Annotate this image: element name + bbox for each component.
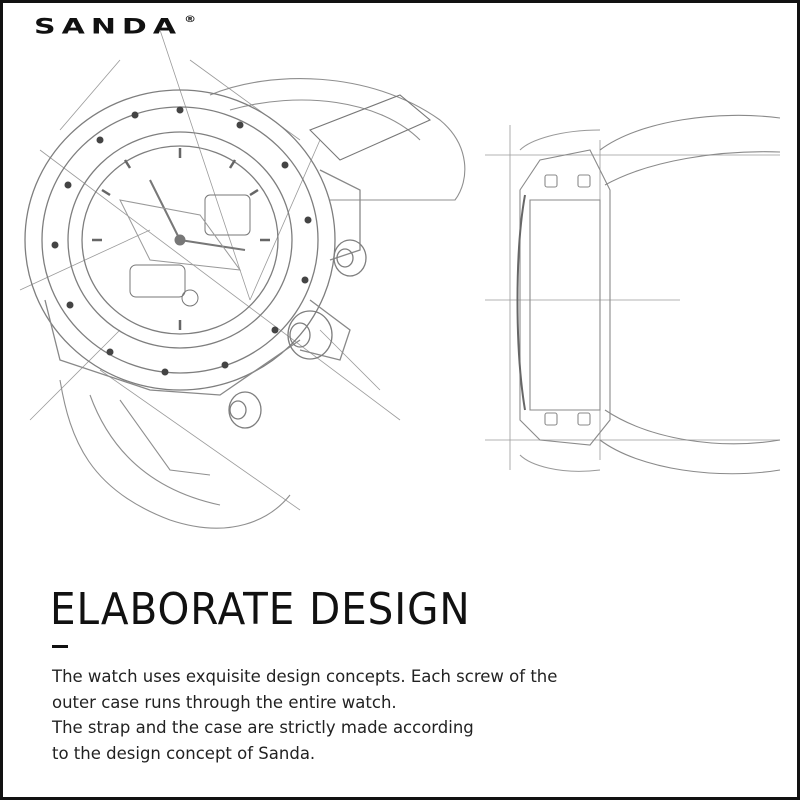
description-line: The watch uses exquisite design concepts… bbox=[52, 667, 558, 686]
front-watch-strap bbox=[59, 78, 466, 529]
construction-lines bbox=[19, 29, 401, 511]
description-line: outer case runs through the entire watch… bbox=[52, 692, 397, 712]
brand-name: SANDA bbox=[34, 14, 183, 40]
bezel-screws bbox=[51, 106, 312, 376]
watch-sketch-illustration bbox=[19, 29, 781, 529]
headline-accent-bar bbox=[52, 645, 68, 648]
registered-mark: ® bbox=[184, 14, 197, 25]
front-watch-case bbox=[24, 89, 367, 429]
watch-dial bbox=[92, 148, 270, 330]
section-headline: ELABORATE DESIGN bbox=[50, 584, 471, 635]
description-line: to the design concept of Sanda. bbox=[52, 743, 316, 763]
side-watch-profile bbox=[485, 114, 781, 475]
description-line: The strap and the case are strictly made… bbox=[52, 718, 474, 737]
brand-logo: SANDA® bbox=[34, 14, 196, 39]
description-text: The watch uses exquisite design concepts… bbox=[52, 664, 752, 766]
